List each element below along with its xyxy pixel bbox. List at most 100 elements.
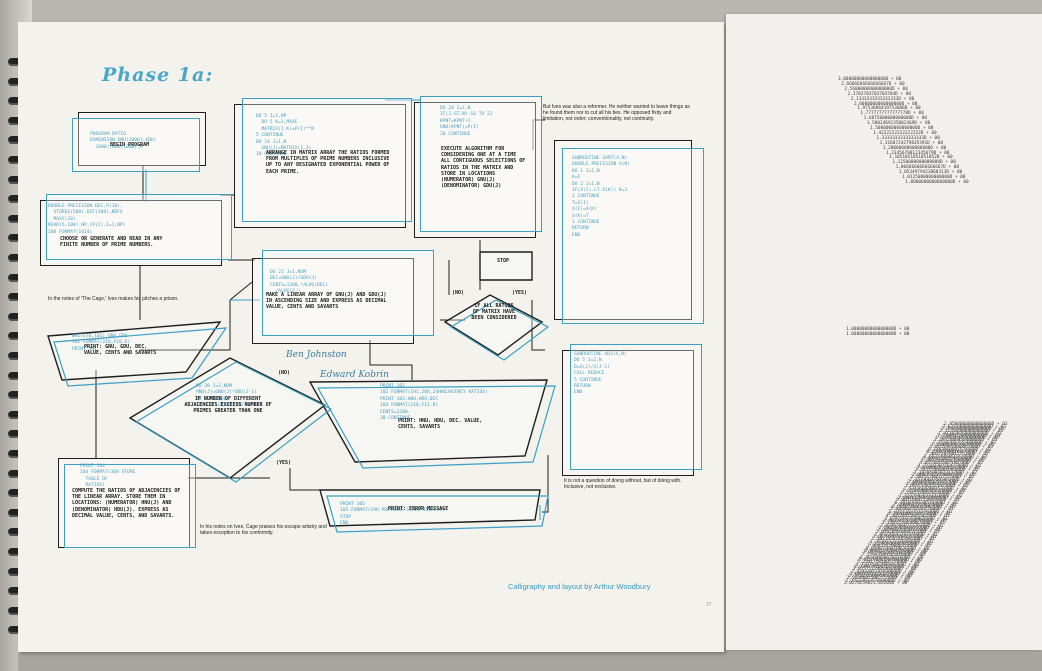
code-fragment-1: PROGRAM RATIO DIMENSION GNU(1000),GDU( 1… [90, 132, 157, 150]
printout-line: 3.8747197354082600D + 01 [884, 516, 949, 522]
code-fragment-8: PRINT 102 102 FORMAT(1H1,20X,24HADJACENC… [380, 384, 488, 422]
printout-line: 7.2909687724663000D + 01 [893, 502, 957, 508]
printout-line: 2.5600000000000000D + 00 [844, 86, 908, 92]
printout-line: 1.1250000000000000D + 00 [892, 160, 956, 166]
printout-line: 1.0943352988651400D + 01 [867, 544, 931, 550]
printout-line: 1.9753086419753086D + 00 [857, 106, 921, 112]
printout-line: 6.5618718952196700D + 01 [891, 505, 956, 511]
printout-line: 2.1233664000000000D + 03 [939, 429, 1004, 435]
printout-line: 5.2341718100777000D + 00 [857, 560, 921, 566]
printout-line: 2.0000000000000000D + 00 [854, 101, 918, 107]
printout-line: 2.6666666666666667D + 00 [841, 81, 905, 87]
printout-line: 9.0011960153904900D + 01 [896, 498, 960, 504]
code-fragment-10: SUBROUTINE SORT(X,N) DOUBLE PRECISION X(… [572, 156, 631, 238]
printout-line: 4.8575811907196700D + 02 [919, 461, 983, 467]
code-fragment-11: SUBROUTINE ADJ(X,N) DO 5 J=2,N D=X(J)/X(… [574, 352, 627, 396]
printout-line: 3.1870590192311700D + 02 [913, 470, 978, 476]
label-arrange-matrix: ARRANGE IN MATRIX ARRAY THE RATIOS FORME… [266, 150, 390, 175]
printout-line: 2.5815178055772500D + 02 [910, 475, 975, 481]
printout-line: 3.9346407644829300D + 02 [916, 466, 980, 471]
printout-line: 3.4872477618674400D + 01 [883, 518, 947, 524]
all-ratios-diamond [443, 294, 544, 356]
printout-line: 3.1385229856807000D + 01 [881, 521, 946, 527]
print-shape-1 [47, 321, 222, 381]
box-linear-array-shadow [262, 250, 434, 336]
printout-line: 1.8532664378145900D + 01 [874, 532, 938, 538]
printout-line: 6.4619405062687600D + 00 [859, 555, 924, 561]
printout-line: 1.3168724279835391D + 00 [879, 140, 944, 146]
printout-line: 4.3718230716477000D + 02 [917, 463, 982, 469]
box-linear-array [252, 258, 414, 344]
printout-line: 1.7199267840000000D + 03 [936, 433, 1001, 439]
printout-line: 6.6633486841147800D + 02 [923, 454, 988, 460]
print-shape-2 [308, 379, 548, 463]
note-reformer: But Ives was also a reformer. He neither… [543, 104, 690, 122]
printout-line: 2.7816535009195000D + 00 [848, 574, 912, 580]
printout-line: 1.0666666666666667D + 00 [895, 165, 960, 171]
printout-line: 1.0534979423868313D + 00 [898, 170, 963, 176]
printout-line: 7.1799338958541800D + 00 [861, 553, 925, 559]
printout-line: 1.7777777777777778D + 00 [860, 111, 924, 117]
printout-line: 1.8819264802658100D + 02 [906, 482, 970, 488]
right-page [726, 14, 1042, 650]
printout-line: 1.1112587673321600D + 02 [899, 493, 963, 499]
printout-line: 1.2538266255360000D + 03 [932, 440, 996, 446]
box-sort-shadow [562, 148, 704, 324]
code-fragment-4: DO 20 I=1,N IF(J.GT.N) GO TO 22 KPNT=KPN… [440, 106, 493, 137]
printout-line: 1.0000000000000000D + 00 [846, 327, 910, 332]
label-all-ratios: IF ALL RATIOS OF MATRIX HAVE BEEN CONSID… [471, 303, 517, 322]
printout-line: 3.0000000000000000D + 00 [838, 77, 902, 82]
printout-line: 1.3510312331668400D + 01 [870, 539, 934, 545]
code-fragment-9: PRINT 104 104 FORMAT(36H STORE TABLE OF … [80, 464, 136, 489]
printout-line: 5.3151162351279300D + 01 [888, 509, 953, 515]
printout-line: 8.1010764138514400D + 01 [894, 500, 959, 506]
printout-line: 2.3703703703703704D + 00 [847, 91, 912, 97]
code-fragment-2: DOUBLE PRECISION DEC,P(10), STOREG(500),… [48, 204, 126, 235]
printout-line: 2.3592960000000000D + 03 [941, 426, 1005, 432]
printout-line: 1.6937338322392300D + 02 [904, 484, 969, 490]
page-number: 27 [706, 602, 712, 608]
printout-line: 1.5479341056000000D + 03 [935, 436, 999, 442]
printout-line: 1.0125000000000000D + 00 [902, 175, 966, 180]
printout-line: 1.0000000000000000D + 00 [905, 179, 969, 185]
code-fragment-5: DO 25 J=1,NUM DEC=GNU(J)/GDU(J) CENTS=12… [270, 270, 329, 295]
printout-line: 1.2800000000000000D + 00 [882, 145, 947, 151]
box-begin-program-shadow [72, 118, 200, 172]
code-fragment-3: DO 5 I=1,NP DO 5 K=1,MAXE MATRIX(I,K)=P(… [256, 114, 315, 158]
code-fragment-6: WRITE(6,101) GNU,GDU 101 FORMAT(2I8,F10.… [72, 334, 131, 352]
printout-line: 5.9970138157033000D + 02 [922, 456, 986, 462]
printout-line: 2.8246706871126300D + 01 [880, 523, 944, 529]
flow-label-no-2: (NO) [278, 370, 291, 376]
printout-line: 9.8490176897862600D + 00 [865, 546, 930, 552]
printout-line: 1.0001328905989400D + 02 [897, 495, 962, 501]
printout-line: 2.6214400000000000D + 03 [942, 424, 1007, 430]
note-without: It is not a question of doing without, b… [564, 478, 682, 490]
code-fragment-12: PRINT 105 105 FORMAT(19H PREVIOUS SCALE … [340, 502, 446, 527]
flow-label-yes-1: (YES) [512, 290, 528, 296]
printout-line: 2.9500000000000000D + 03 [944, 422, 1008, 428]
label-choose-primes: CHOOSE OR GENERATE AND READ IN ANY FINIT… [60, 236, 163, 249]
box-arrange-matrix-shadow [242, 98, 412, 222]
printout-line: 2.0910294225175700D + 02 [907, 479, 972, 485]
printout-line: 1.1284439629824000D + 03 [931, 443, 995, 448]
printout-line: 5.8157464556418800D + 00 [858, 558, 922, 563]
printout-line: 1.0000000000000000D + 00 [846, 332, 910, 337]
printout-line: 2.3233660250195200D + 02 [909, 477, 973, 483]
printout-line: 9.1403960001574400D + 02 [928, 447, 992, 453]
label-begin-program: BEGIN PROGRAM [110, 142, 150, 148]
printout-line: 4.3052441504536200D + 01 [886, 514, 950, 520]
printout-line: 1.5243604490153100D + 02 [903, 486, 967, 492]
printout-line: 1.4222222222222222D + 00 [873, 130, 937, 136]
label-stop: STOP [497, 258, 510, 264]
printout-line: 4.7107546290699300D + 00 [855, 562, 920, 568]
printout-line: 4.7836046116151400D + 01 [887, 512, 951, 517]
box-arrange-matrix [234, 104, 406, 228]
label-diamond: IF NUMBER OF DIFFERENT ADJACENCIES EXCEE… [184, 396, 272, 415]
printout-line: 2.0278254021703200D + 00 [844, 581, 908, 586]
label-print-1: PRINT: GNU, GDU, DEC. VALUE, CENTS AND S… [84, 344, 157, 357]
credit-line: Calligraphy and layout by Arthur Woodbur… [508, 582, 651, 591]
printout-line: 1.5011458146298200D + 01 [871, 537, 935, 543]
printout-line: 5.9056847056977000D + 01 [890, 507, 954, 513]
printout-line: 1.5000000000000000D + 00 [870, 126, 934, 131]
page-title: Phase 1a: [102, 64, 214, 86]
